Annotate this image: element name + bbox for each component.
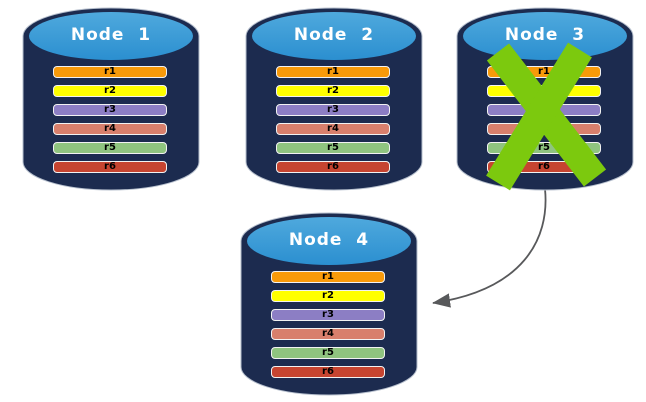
record-bar-r3: r3	[271, 309, 385, 321]
failover-arrow-path	[432, 188, 547, 308]
record-bar-r6: r6	[276, 161, 390, 173]
record-label: r5	[327, 142, 339, 153]
record-list: r1 r2 r3 r4 r5 r6	[276, 66, 390, 173]
record-bar-r5: r5	[487, 142, 601, 154]
record-bar-r3: r3	[276, 104, 390, 116]
record-label: r2	[104, 85, 116, 96]
record-label: r3	[538, 104, 550, 115]
node-label: Node 2	[293, 25, 375, 45]
node-label: Node 1	[70, 25, 152, 45]
record-bar-r6: r6	[53, 161, 167, 173]
record-bar-r1: r1	[487, 66, 601, 78]
record-bar-r5: r5	[276, 142, 390, 154]
record-bar-r4: r4	[487, 123, 601, 135]
node-label: Node 3	[504, 25, 586, 45]
record-bar-r1: r1	[271, 271, 385, 283]
record-bar-r2: r2	[271, 290, 385, 302]
record-bar-r1: r1	[276, 66, 390, 78]
record-label: r1	[538, 66, 550, 77]
record-label: r4	[327, 123, 339, 134]
record-list: r1 r2 r3 r4 r5 r6	[487, 66, 601, 173]
record-bar-r6: r6	[271, 366, 385, 378]
record-list: r1 r2 r3 r4 r5 r6	[53, 66, 167, 173]
record-label: r1	[104, 66, 116, 77]
record-label: r6	[104, 161, 116, 172]
record-label: r6	[327, 161, 339, 172]
node-1: Node 1 r1 r2 r3 r4 r5 r6	[22, 6, 200, 192]
record-bar-r2: r2	[276, 85, 390, 97]
record-label: r3	[104, 104, 116, 115]
record-bar-r6: r6	[487, 161, 601, 173]
record-bar-r4: r4	[53, 123, 167, 135]
record-bar-r4: r4	[271, 328, 385, 340]
record-bar-r1: r1	[53, 66, 167, 78]
record-bar-r3: r3	[487, 104, 601, 116]
record-bar-r2: r2	[53, 85, 167, 97]
node-4: Node 4 r1 r2 r3 r4 r5 r6	[240, 211, 418, 397]
record-label: r2	[538, 85, 550, 96]
record-label: r4	[104, 123, 116, 134]
node-label: Node 4	[288, 230, 370, 250]
record-label: r3	[322, 309, 334, 320]
record-label: r5	[104, 142, 116, 153]
record-label: r2	[322, 290, 334, 301]
record-label: r5	[538, 142, 550, 153]
record-label: r4	[538, 123, 550, 134]
record-label: r6	[322, 366, 334, 377]
record-label: r3	[327, 104, 339, 115]
record-label: r4	[322, 328, 334, 339]
node-2: Node 2 r1 r2 r3 r4 r5 r6	[245, 6, 423, 192]
record-bar-r3: r3	[53, 104, 167, 116]
record-label: r2	[327, 85, 339, 96]
record-bar-r5: r5	[271, 347, 385, 359]
record-list: r1 r2 r3 r4 r5 r6	[271, 271, 385, 378]
record-label: r6	[538, 161, 550, 172]
record-bar-r4: r4	[276, 123, 390, 135]
record-label: r1	[322, 271, 334, 282]
record-label: r1	[327, 66, 339, 77]
record-bar-r2: r2	[487, 85, 601, 97]
node-3: Node 3 r1 r2 r3 r4 r5 r6	[456, 6, 634, 192]
record-bar-r5: r5	[53, 142, 167, 154]
record-label: r5	[322, 347, 334, 358]
